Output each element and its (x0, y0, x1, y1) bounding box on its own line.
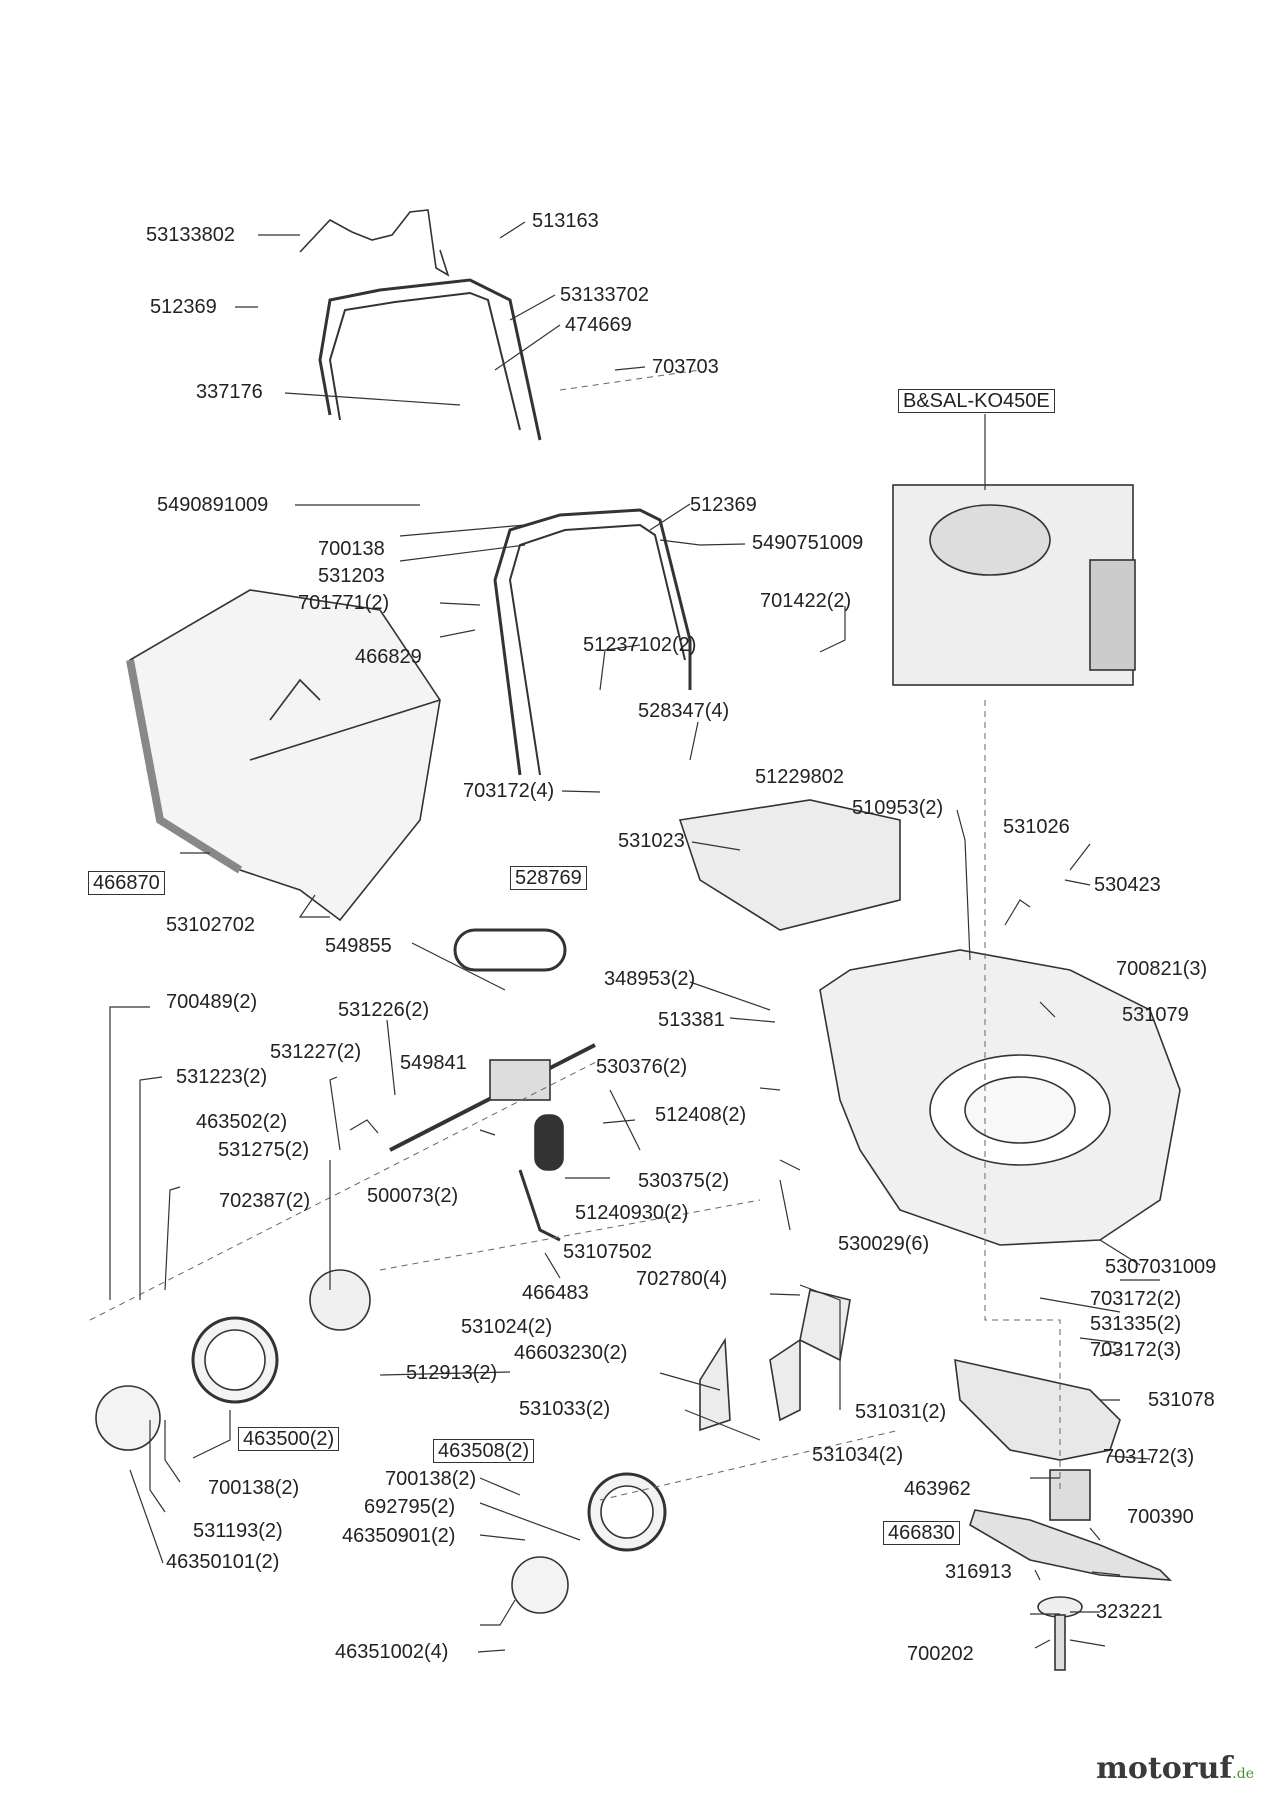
label-531227[interactable]: 531227(2) (270, 1041, 362, 1063)
label-531033[interactable]: 531033(2) (519, 1398, 611, 1420)
label-530375[interactable]: 530375(2) (638, 1170, 730, 1192)
label-531031[interactable]: 531031(2) (855, 1401, 947, 1423)
gearbox-part (489, 1059, 551, 1101)
label-engine-model[interactable]: B&SAL-KO450E (898, 389, 1055, 413)
label-466830[interactable]: 466830 (883, 1521, 960, 1545)
label-531034[interactable]: 531034(2) (812, 1444, 904, 1466)
label-51240930[interactable]: 51240930(2) (575, 1202, 689, 1224)
label-513381[interactable]: 513381 (658, 1009, 725, 1031)
lower-handle-part (493, 508, 692, 776)
label-700138-2-left[interactable]: 700138(2) (208, 1477, 300, 1499)
label-337176[interactable]: 337176 (196, 381, 263, 403)
label-510953[interactable]: 510953(2) (852, 797, 944, 819)
label-5307031009[interactable]: 5307031009 (1105, 1256, 1217, 1278)
label-530376[interactable]: 530376(2) (596, 1056, 688, 1078)
label-53102702[interactable]: 53102702 (166, 914, 255, 936)
label-466870[interactable]: 466870 (88, 871, 165, 895)
label-531026[interactable]: 531026 (1003, 816, 1070, 838)
discharge-flap-part (678, 799, 901, 931)
label-531078[interactable]: 531078 (1148, 1389, 1215, 1411)
label-702387[interactable]: 702387(2) (219, 1190, 311, 1212)
label-701422[interactable]: 701422(2) (760, 590, 852, 612)
label-700821[interactable]: 700821(3) (1116, 958, 1208, 980)
grass-catcher-part (129, 589, 441, 922)
front-wheel-cap-part (511, 1556, 569, 1614)
label-512408[interactable]: 512408(2) (655, 1104, 747, 1126)
label-5490891009[interactable]: 5490891009 (157, 494, 269, 516)
label-549855[interactable]: 549855 (325, 935, 392, 957)
label-703703[interactable]: 703703 (652, 356, 719, 378)
label-46603230[interactable]: 46603230(2) (514, 1342, 628, 1364)
label-463962[interactable]: 463962 (904, 1478, 971, 1500)
rear-wheel-cap-part (95, 1385, 161, 1451)
label-703172-3b[interactable]: 703172(3) (1103, 1446, 1195, 1468)
label-323221[interactable]: 323221 (1096, 1601, 1163, 1623)
label-5490751009[interactable]: 5490751009 (752, 532, 864, 554)
label-700390[interactable]: 700390 (1127, 1506, 1194, 1528)
blade-part (969, 1509, 1173, 1581)
blade-adaptor-part (954, 1358, 1121, 1461)
label-531223[interactable]: 531223(2) (176, 1066, 268, 1088)
upper-handle-bar-part (318, 278, 542, 441)
label-700138-2-mid[interactable]: 700138(2) (385, 1468, 477, 1490)
label-700489[interactable]: 700489(2) (166, 991, 258, 1013)
label-700202[interactable]: 700202 (907, 1643, 974, 1665)
label-530423[interactable]: 530423 (1094, 874, 1161, 896)
label-46350901[interactable]: 46350901(2) (342, 1525, 456, 1547)
label-703172-2[interactable]: 703172(2) (1090, 1288, 1182, 1310)
label-702780[interactable]: 702780(4) (636, 1268, 728, 1290)
label-348953[interactable]: 348953(2) (604, 968, 696, 990)
label-46350101[interactable]: 46350101(2) (166, 1551, 280, 1573)
label-531203[interactable]: 531203 (318, 565, 385, 587)
label-528769[interactable]: 528769 (510, 866, 587, 890)
gear-disc-part (309, 1269, 371, 1331)
label-474669[interactable]: 474669 (565, 314, 632, 336)
label-701771[interactable]: 701771(2) (298, 592, 390, 614)
label-512369-top[interactable]: 512369 (150, 296, 217, 318)
label-531335[interactable]: 531335(2) (1090, 1313, 1182, 1335)
label-53133702[interactable]: 53133702 (560, 284, 649, 306)
watermark-logo: motoruf.de (1096, 1751, 1254, 1786)
label-703172-4[interactable]: 703172(4) (463, 780, 555, 802)
label-531226[interactable]: 531226(2) (338, 999, 430, 1021)
label-531023[interactable]: 531023 (618, 830, 685, 852)
watermark-suffix: .de (1232, 1766, 1254, 1782)
label-528347[interactable]: 528347(4) (638, 700, 730, 722)
label-531024[interactable]: 531024(2) (461, 1316, 553, 1338)
label-46351002[interactable]: 46351002(4) (335, 1641, 449, 1663)
label-463502[interactable]: 463502(2) (196, 1111, 288, 1133)
label-531275[interactable]: 531275(2) (218, 1139, 310, 1161)
label-692795[interactable]: 692795(2) (364, 1496, 456, 1518)
label-703172-3a[interactable]: 703172(3) (1090, 1339, 1182, 1361)
label-51237102[interactable]: 51237102(2) (583, 634, 697, 656)
label-53107502[interactable]: 53107502 (563, 1241, 652, 1263)
drive-belt-part (453, 928, 567, 972)
label-53133802[interactable]: 53133802 (146, 224, 235, 246)
label-466829[interactable]: 466829 (355, 646, 422, 668)
label-530029[interactable]: 530029(6) (838, 1233, 930, 1255)
watermark-brand: motoruf (1096, 1751, 1233, 1786)
label-512913[interactable]: 512913(2) (406, 1362, 498, 1384)
label-463508[interactable]: 463508(2) (433, 1439, 535, 1463)
height-adjuster-lever-part (534, 1114, 564, 1171)
label-316913[interactable]: 316913 (945, 1561, 1012, 1583)
label-512369-mid[interactable]: 512369 (690, 494, 757, 516)
label-531079[interactable]: 531079 (1122, 1004, 1189, 1026)
label-531193[interactable]: 531193(2) (193, 1520, 283, 1542)
upper-handle-part (299, 209, 450, 277)
label-466483[interactable]: 466483 (522, 1282, 589, 1304)
label-700138[interactable]: 700138 (318, 538, 385, 560)
label-513163[interactable]: 513163 (532, 210, 599, 232)
label-500073[interactable]: 500073(2) (367, 1185, 459, 1207)
label-549841[interactable]: 549841 (400, 1052, 467, 1074)
label-51229802[interactable]: 51229802 (755, 766, 844, 788)
label-463500[interactable]: 463500(2) (238, 1427, 340, 1451)
